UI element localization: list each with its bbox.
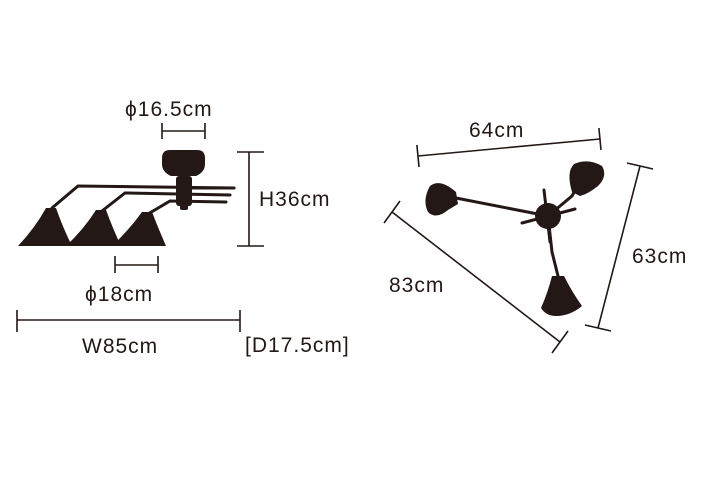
- top-view: 64cm 63cm 83cm: [383, 119, 687, 354]
- width-label: W85cm: [82, 335, 158, 358]
- lamp-body-side: [162, 150, 205, 210]
- depth-label: [D17.5cm]: [245, 334, 350, 357]
- top-span-label: 64cm: [469, 119, 524, 142]
- side-view: ϕ16.5cm H36cm: [16, 98, 350, 358]
- diagonal-span-dimension: [383, 200, 569, 354]
- shade-diameter-label: ϕ18cm: [85, 283, 153, 306]
- lamp-shades-top: [425, 161, 605, 316]
- lamp-shades-side: [18, 208, 166, 246]
- right-span-label: 63cm: [632, 245, 687, 268]
- canopy-diameter-label: ϕ16.5cm: [125, 98, 213, 121]
- diagonal-span-label: 83cm: [389, 274, 444, 297]
- top-span-dimension: [416, 127, 602, 168]
- lamp-arms-side: [50, 184, 236, 216]
- lamp-arms-top: [454, 183, 580, 278]
- canopy-diameter-dimension: [161, 123, 206, 139]
- height-label: H36cm: [259, 188, 331, 211]
- height-dimension: [237, 151, 264, 247]
- width-dimension: [16, 310, 241, 332]
- right-span-dimension: [584, 162, 654, 332]
- lamp-hub-top: [520, 188, 577, 244]
- shade-diameter-dimension: [114, 256, 159, 273]
